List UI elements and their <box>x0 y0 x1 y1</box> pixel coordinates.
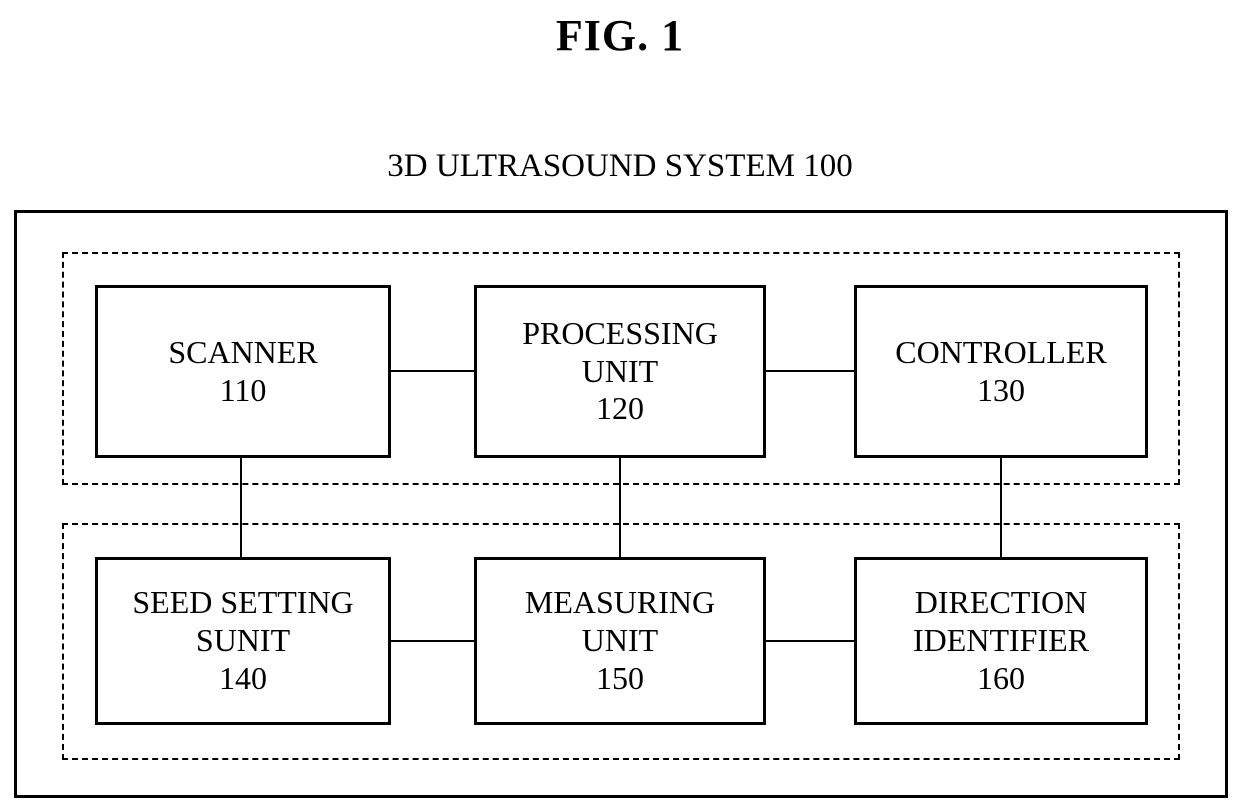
block-label: UNIT <box>581 622 659 659</box>
block-label: SEED SETTING <box>132 584 354 621</box>
block-label: SCANNER <box>168 333 318 370</box>
block-label: UNIT <box>581 352 659 389</box>
connector-scanner-processing <box>391 370 474 372</box>
block-label: SUNIT <box>195 622 291 659</box>
block-label: DIRECTION <box>914 584 1088 621</box>
block-number: 110 <box>219 371 267 408</box>
connector-controller-direction <box>1000 458 1002 557</box>
block-measuring-unit: MEASURING UNIT 150 <box>474 557 766 725</box>
block-label: IDENTIFIER <box>913 622 1089 659</box>
block-direction-identifier: DIRECTION IDENTIFIER 160 <box>854 557 1148 725</box>
block-seed-setting-unit: SEED SETTING SUNIT 140 <box>95 557 391 725</box>
connector-seed-measuring <box>391 640 474 642</box>
dashed-group-top <box>62 252 1180 485</box>
block-number: 140 <box>219 659 267 696</box>
block-label: CONTROLLER <box>895 333 1107 370</box>
block-label: PROCESSING <box>522 314 718 351</box>
block-label: MEASURING <box>524 584 716 621</box>
connector-processing-measuring <box>619 458 621 557</box>
figure-title: FIG. 1 <box>555 11 685 60</box>
block-number: 120 <box>596 390 644 427</box>
block-number: 150 <box>596 659 644 696</box>
connector-scanner-seed <box>240 458 242 557</box>
dashed-group-bottom <box>62 523 1180 760</box>
connector-measuring-direction <box>766 640 854 642</box>
connector-processing-controller <box>766 370 854 372</box>
block-scanner: SCANNER 110 <box>95 285 391 458</box>
system-label: 3D ULTRASOUND SYSTEM 100 <box>387 148 853 184</box>
block-controller: CONTROLLER 130 <box>854 285 1148 458</box>
block-number: 160 <box>977 659 1025 696</box>
block-number: 130 <box>977 371 1025 408</box>
block-processing-unit: PROCESSING UNIT 120 <box>474 285 766 458</box>
